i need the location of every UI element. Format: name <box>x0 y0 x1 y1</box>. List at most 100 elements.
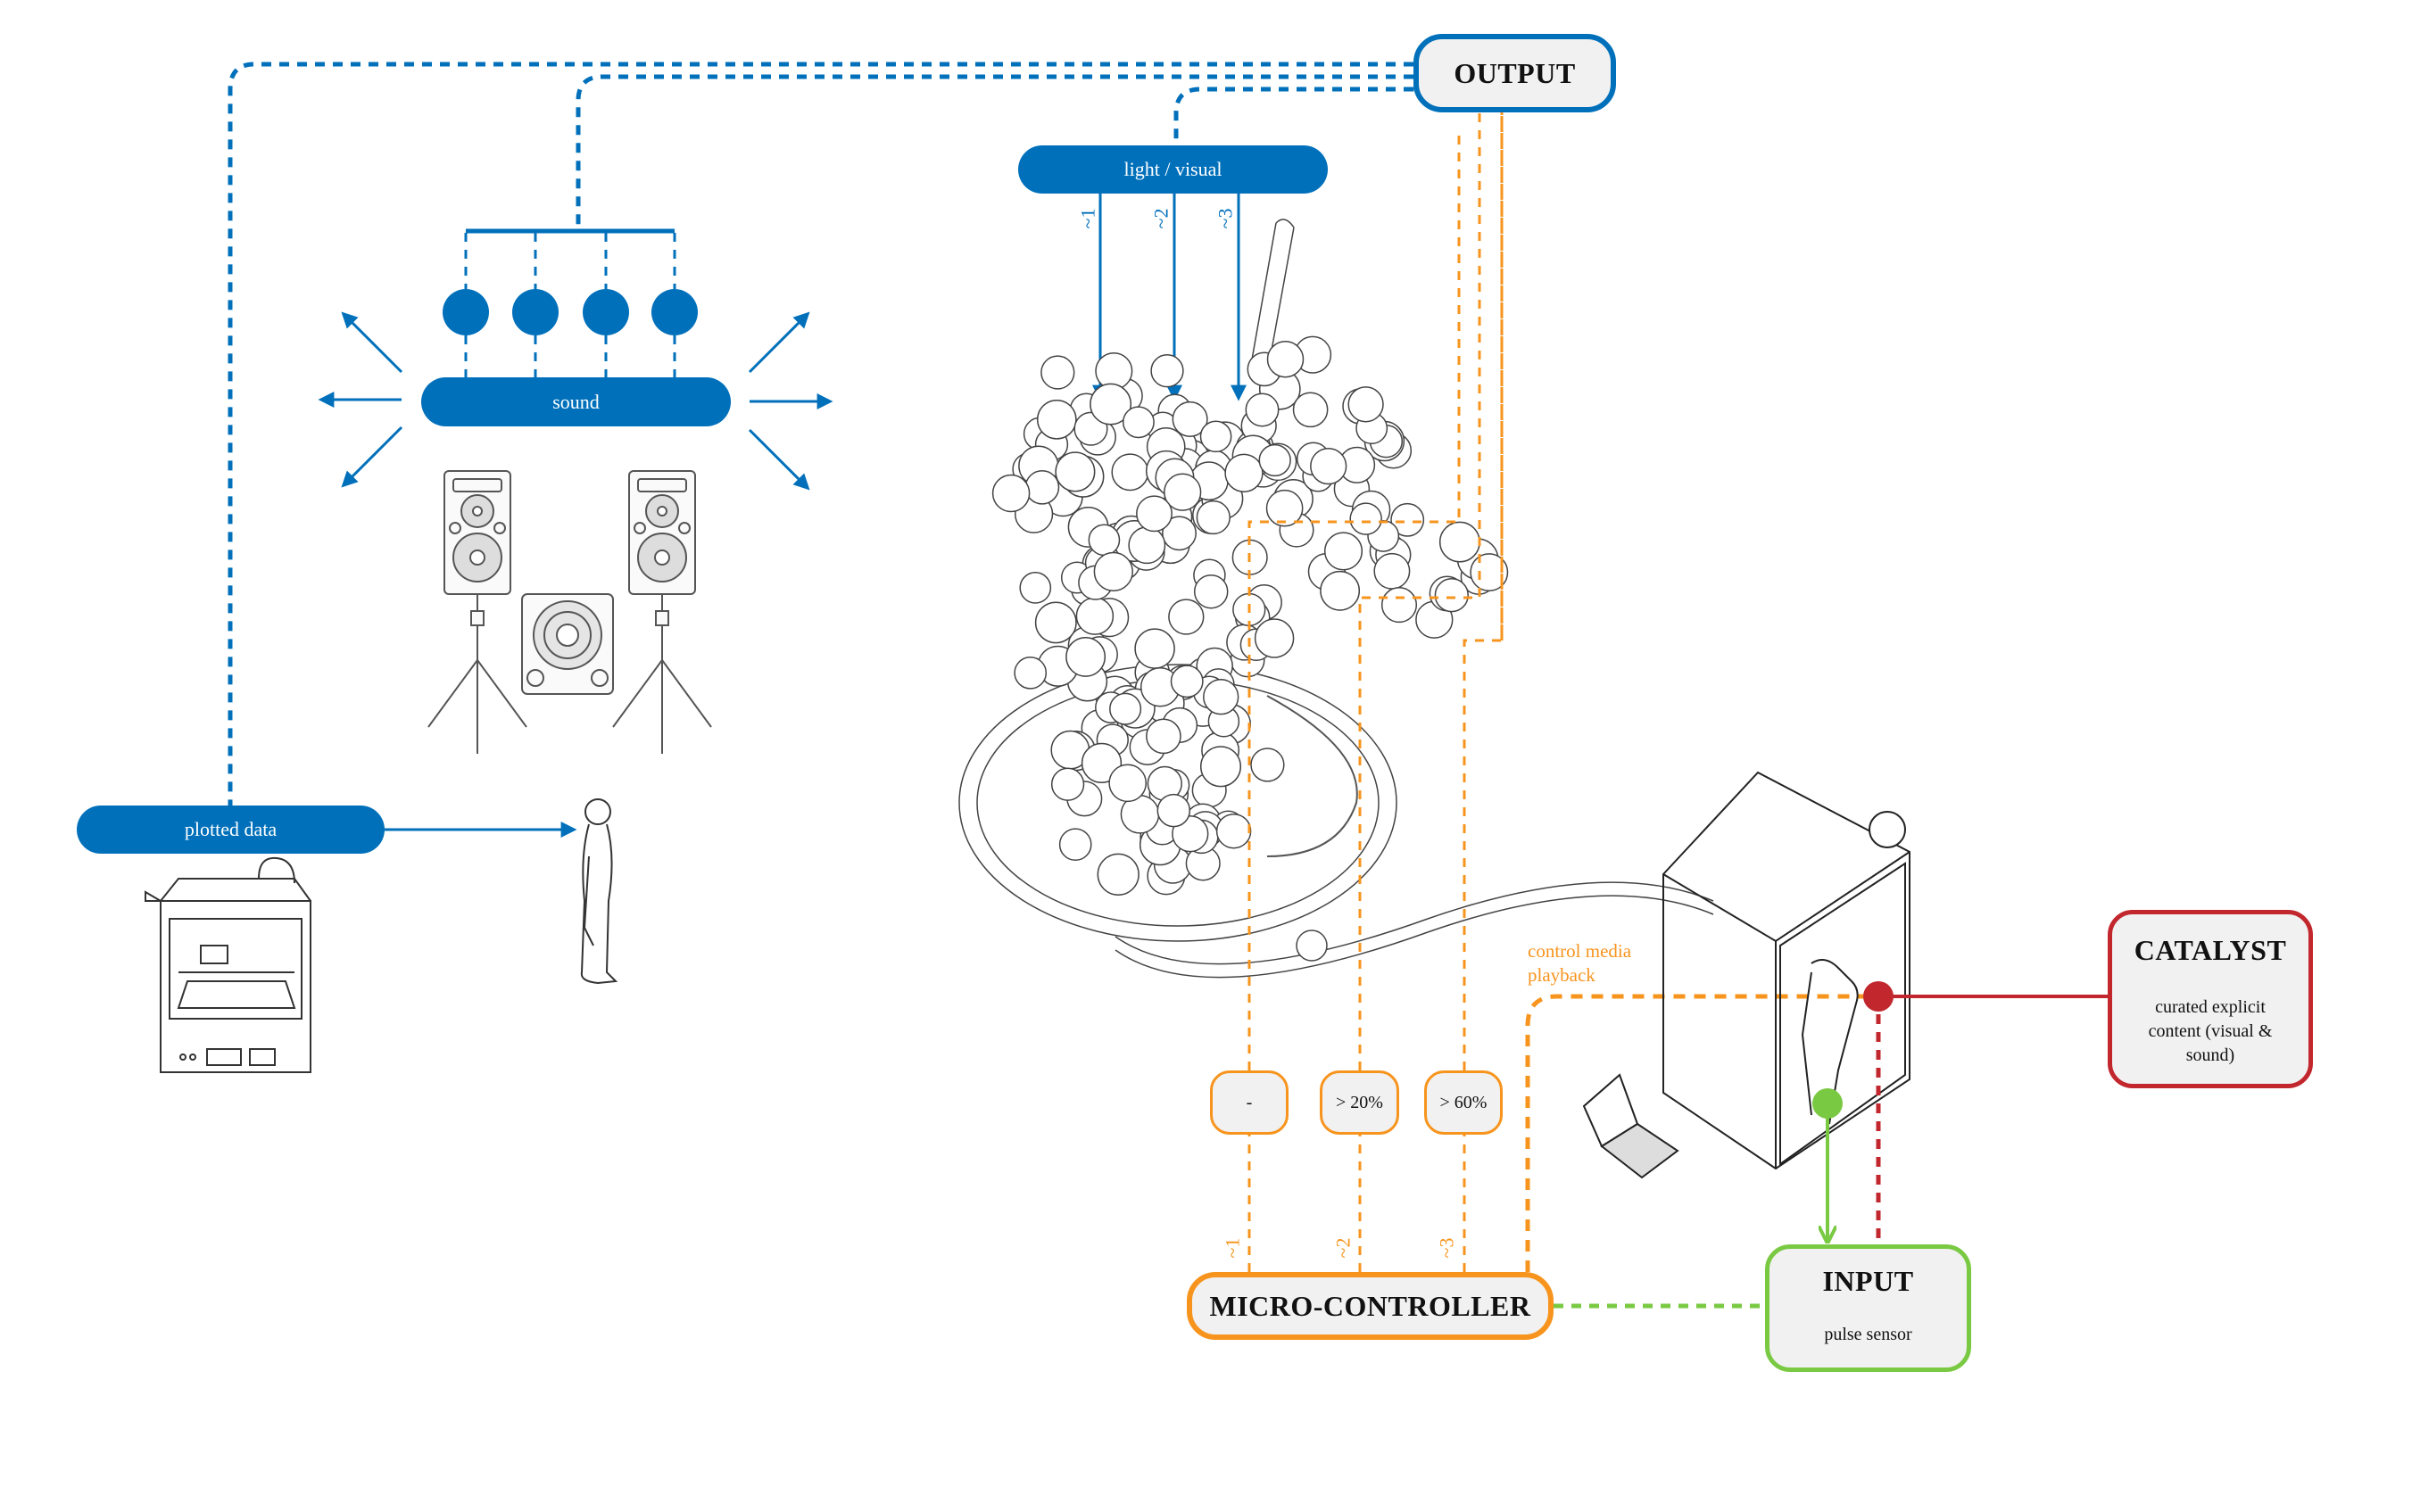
sphere <box>1266 340 1305 378</box>
sound-bracket <box>464 228 676 377</box>
sphere <box>1136 495 1173 533</box>
sphere <box>1254 618 1295 658</box>
input-subtitle: pulse sensor <box>1824 1325 1912 1344</box>
sphere <box>1164 473 1202 511</box>
sphere <box>1215 813 1252 849</box>
connector-output-to-plotted <box>228 62 1413 806</box>
sphere <box>1373 552 1411 590</box>
sphere-cluster <box>991 335 1509 896</box>
output-node[interactable]: OUTPUT <box>1413 34 1616 112</box>
sphere <box>1349 502 1382 535</box>
light-channel-label-2: ~2 <box>1149 208 1173 229</box>
micro-controller-title: MICRO-CONTROLLER <box>1209 1289 1531 1322</box>
input-title: INPUT <box>1822 1265 1914 1297</box>
threshold-box-3[interactable]: > 60% <box>1424 1070 1503 1135</box>
speaker-dot <box>443 289 489 335</box>
threshold-label: > 20% <box>1336 1092 1383 1112</box>
sound-system-illustration <box>427 470 712 754</box>
sphere <box>1050 767 1085 801</box>
control-media-annotation: control media playback <box>1528 940 1632 987</box>
sphere <box>1199 420 1232 453</box>
light-visual-label: light / visual <box>1123 158 1222 180</box>
sphere <box>1065 636 1106 677</box>
sphere <box>1380 587 1418 624</box>
sphere <box>1088 524 1121 557</box>
sphere <box>1034 601 1077 644</box>
pulse-sensor-dot <box>1812 1088 1843 1119</box>
printer-illustration <box>145 856 311 1073</box>
sphere <box>1224 453 1264 492</box>
subwoofer-icon <box>521 593 614 695</box>
speaker-dot <box>583 289 629 335</box>
sphere <box>1203 679 1239 715</box>
sphere <box>1150 354 1184 388</box>
speaker-dot <box>651 289 698 335</box>
laptop-illustration <box>1582 1073 1679 1179</box>
sound-label: sound <box>552 390 600 413</box>
arrow-icon <box>748 428 810 491</box>
sphere <box>1111 453 1149 492</box>
sphere <box>1075 597 1115 635</box>
sphere <box>1093 551 1133 592</box>
micro-controller-node[interactable]: MICRO-CONTROLLER <box>1187 1272 1554 1340</box>
sphere <box>1090 383 1132 426</box>
plotted-data-label: plotted data <box>184 818 278 840</box>
sphere <box>1250 748 1285 782</box>
sound-radiation-arrows <box>318 311 833 491</box>
sphere <box>1470 553 1509 592</box>
sphere <box>1036 399 1077 440</box>
sphere <box>1156 793 1191 828</box>
sculpture-illustration <box>958 219 1714 979</box>
light-channel-label-3: ~3 <box>1214 208 1237 229</box>
output-connectors <box>228 62 1413 806</box>
sphere <box>1055 451 1096 492</box>
sphere <box>1058 828 1092 862</box>
sphere <box>1162 516 1197 551</box>
speaker-dots <box>443 289 698 335</box>
controller-channel-label-3: ~3 <box>1435 1237 1458 1259</box>
sphere <box>1199 746 1242 788</box>
sphere <box>1196 500 1231 535</box>
control-lines <box>1247 112 1504 1272</box>
control-line-1 <box>1247 134 1461 1272</box>
control-media-playback-line <box>1525 994 1878 1272</box>
catalyst-sensor-dot <box>1863 981 1894 1012</box>
sphere <box>1265 489 1304 527</box>
human-figure-illustration <box>580 798 618 985</box>
threshold-box-2[interactable]: > 20% <box>1320 1070 1399 1135</box>
connector-output-to-sound <box>576 74 1413 231</box>
booth-illustration <box>1662 771 1910 1170</box>
threshold-label: > 60% <box>1439 1092 1488 1112</box>
sphere <box>991 474 1031 513</box>
sphere <box>1024 469 1060 505</box>
sound-pill[interactable]: sound <box>421 377 731 426</box>
sphere <box>1438 521 1480 563</box>
catalyst-title: CATALYST <box>2134 934 2287 966</box>
sphere <box>1097 853 1140 896</box>
light-visual-pill[interactable]: light / visual <box>1018 145 1328 194</box>
mesh-icon <box>1266 695 1358 857</box>
control-line-2 <box>1358 112 1481 1272</box>
catalyst-node[interactable]: CATALYST curated explicit content (visua… <box>2108 910 2313 1088</box>
threshold-label: - <box>1246 1092 1253 1112</box>
controller-channel-label-1: ~1 <box>1221 1237 1244 1259</box>
sphere <box>1245 392 1280 427</box>
sphere <box>1134 628 1175 669</box>
sphere <box>1390 502 1425 537</box>
sphere <box>1108 764 1148 803</box>
arrow-icon <box>341 426 403 488</box>
sphere <box>1172 401 1208 437</box>
sphere <box>1258 443 1291 477</box>
sphere <box>1109 692 1142 725</box>
plotted-data-pill[interactable]: plotted data <box>77 806 385 854</box>
connector-output-to-light <box>1173 87 1413 145</box>
speaker-left-icon <box>427 470 527 754</box>
sphere <box>1347 386 1384 423</box>
sphere <box>1193 574 1229 609</box>
output-title: OUTPUT <box>1454 56 1576 89</box>
arrow-icon <box>748 311 810 374</box>
sphere <box>1146 718 1181 755</box>
threshold-box-1[interactable]: - <box>1210 1070 1289 1135</box>
input-node[interactable]: INPUT pulse sensor <box>1765 1244 1971 1372</box>
